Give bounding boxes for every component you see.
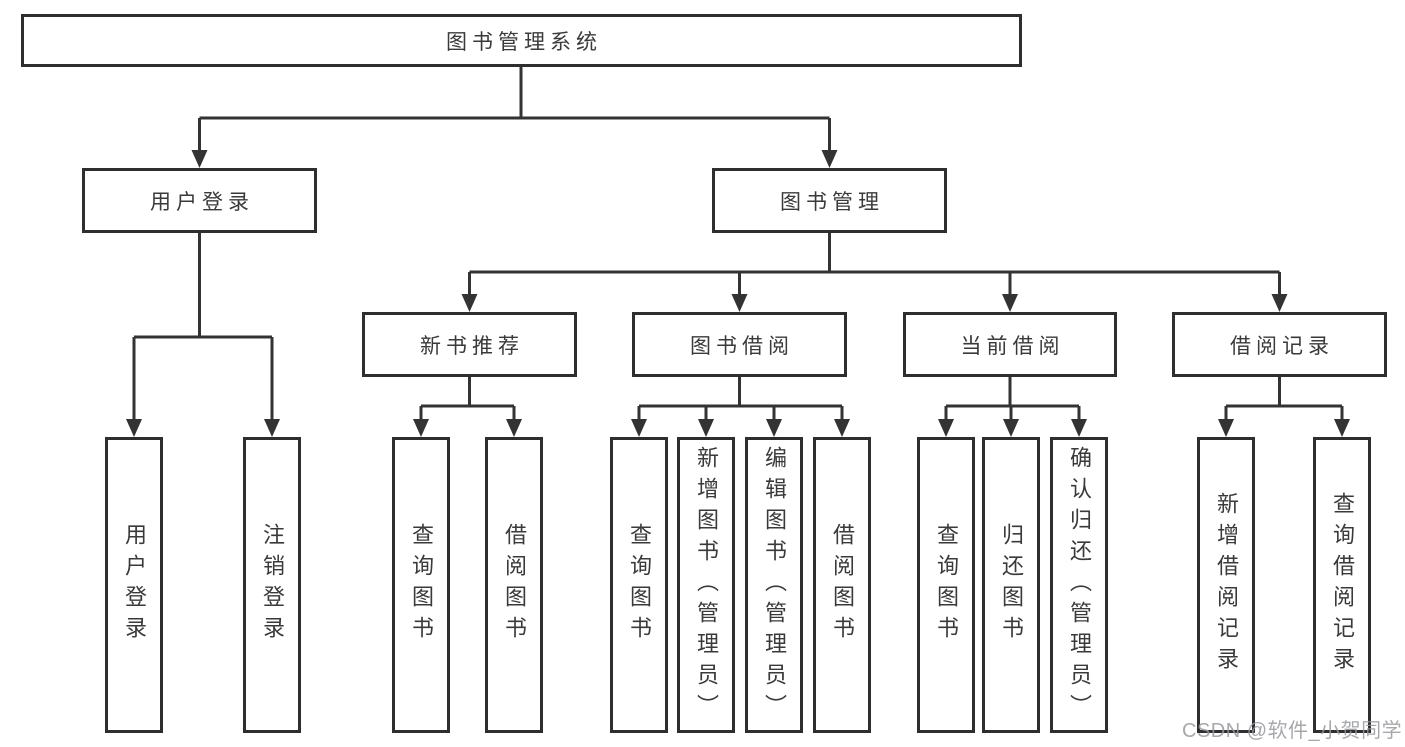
leaf-query-borrow-record-label: 查询借阅记录 bbox=[1330, 492, 1355, 678]
leaf-logout: 注销登录 bbox=[243, 437, 301, 733]
leaf-query-books-current-label: 查询图书 bbox=[934, 523, 959, 647]
connector-path bbox=[132, 67, 1344, 421]
node-current-borrow-label: 当前借阅 bbox=[960, 334, 1065, 358]
node-borrow-records: 借阅记录 bbox=[1172, 312, 1387, 377]
leaf-add-borrow-record: 新增借阅记录 bbox=[1197, 437, 1255, 733]
leaf-borrow-books-label: 借阅图书 bbox=[830, 523, 855, 647]
arrowhead bbox=[1003, 419, 1019, 437]
arrowhead bbox=[1271, 294, 1288, 312]
node-user-login-label: 用户登录 bbox=[150, 190, 254, 214]
arrowhead bbox=[834, 419, 850, 437]
arrowhead bbox=[1334, 419, 1350, 437]
node-system-root: 图书管理系统 bbox=[21, 14, 1022, 67]
arrowhead bbox=[938, 419, 954, 437]
arrowheads-group bbox=[126, 150, 1350, 437]
leaf-query-books-current: 查询图书 bbox=[917, 437, 975, 733]
arrowhead bbox=[821, 150, 838, 168]
csdn-watermark: CSDN @软件_小贺同学 bbox=[1182, 720, 1403, 742]
leaf-add-borrow-record-label: 新增借阅记录 bbox=[1214, 492, 1239, 678]
leaf-confirm-return-admin-label: 确认归还（管理员） bbox=[1067, 445, 1092, 725]
node-book-borrow-label: 图书借阅 bbox=[690, 334, 794, 358]
arrowhead bbox=[698, 419, 714, 437]
node-new-book-recommend-label: 新书推荐 bbox=[420, 334, 524, 358]
node-user-login: 用户登录 bbox=[82, 168, 317, 233]
node-current-borrow: 当前借阅 bbox=[903, 312, 1117, 377]
leaf-logout-label: 注销登录 bbox=[260, 523, 285, 647]
arrowhead bbox=[413, 419, 429, 437]
arrowhead bbox=[631, 419, 647, 437]
arrowhead bbox=[1002, 294, 1018, 312]
node-book-borrow: 图书借阅 bbox=[632, 312, 847, 377]
arrowhead bbox=[191, 150, 208, 168]
leaf-return-book-label: 归还图书 bbox=[999, 523, 1024, 647]
leaf-query-borrow-record: 查询借阅记录 bbox=[1313, 437, 1371, 733]
arrowhead bbox=[506, 419, 522, 437]
leaf-borrow-books-recommend: 借阅图书 bbox=[485, 437, 543, 733]
leaf-borrow-books-recommend-label: 借阅图书 bbox=[502, 523, 527, 647]
leaf-query-books-borrow: 查询图书 bbox=[610, 437, 668, 733]
leaf-user-login-label: 用户登录 bbox=[122, 523, 147, 647]
arrowhead bbox=[766, 419, 782, 437]
leaf-query-books-borrow-label: 查询图书 bbox=[627, 523, 652, 647]
leaf-query-books-recommend: 查询图书 bbox=[392, 437, 450, 733]
leaf-edit-book-admin: 编辑图书（管理员） bbox=[745, 437, 803, 733]
leaf-add-book-admin: 新增图书（管理员） bbox=[677, 437, 735, 733]
arrowhead bbox=[264, 419, 280, 437]
node-borrow-records-label: 借阅记录 bbox=[1230, 334, 1334, 358]
leaf-return-book: 归还图书 bbox=[982, 437, 1040, 733]
leaf-edit-book-admin-label: 编辑图书（管理员） bbox=[762, 445, 787, 725]
arrowhead bbox=[461, 294, 478, 312]
node-book-management: 图书管理 bbox=[712, 168, 947, 233]
arrowhead bbox=[1218, 419, 1234, 437]
leaf-user-login: 用户登录 bbox=[105, 437, 163, 733]
leaf-query-books-recommend-label: 查询图书 bbox=[409, 523, 434, 647]
node-new-book-recommend: 新书推荐 bbox=[362, 312, 577, 377]
arrowhead bbox=[1071, 419, 1087, 437]
leaf-add-book-admin-label: 新增图书（管理员） bbox=[694, 445, 719, 725]
node-book-management-label: 图书管理 bbox=[780, 190, 884, 214]
leaf-confirm-return-admin: 确认归还（管理员） bbox=[1050, 437, 1108, 733]
node-system-root-label: 图书管理系统 bbox=[446, 30, 602, 54]
arrowhead bbox=[731, 294, 748, 312]
arrowhead bbox=[126, 419, 142, 437]
leaf-borrow-books: 借阅图书 bbox=[813, 437, 871, 733]
